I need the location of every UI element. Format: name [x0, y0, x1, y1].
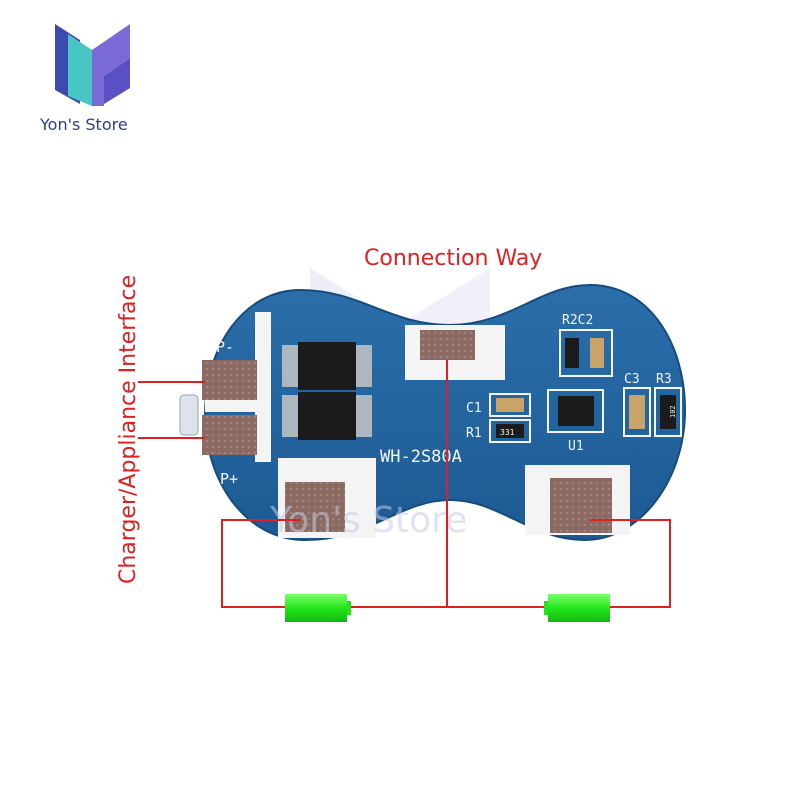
wire-b-minus — [590, 519, 671, 608]
pad-b-plus — [285, 482, 345, 532]
label-b-plus: B+ — [346, 508, 364, 526]
u1-chip — [558, 396, 594, 426]
battery-cell-right — [544, 594, 610, 622]
u1-frame — [547, 389, 604, 433]
label-p-plus: P+ — [220, 470, 238, 488]
wire-b-plus — [221, 519, 300, 608]
c3-capacitor — [629, 395, 645, 429]
label-mb: MB — [478, 332, 496, 350]
c3-frame — [623, 387, 651, 437]
mosfet-bottom — [282, 392, 372, 440]
label-c1: C1 — [466, 401, 482, 416]
pad-mb — [420, 330, 475, 360]
r2c2-frame — [559, 329, 613, 377]
logo-stem — [68, 34, 92, 106]
label-r3: R3 — [656, 372, 672, 387]
logo-right-base — [104, 58, 130, 104]
label-u1: U1 — [568, 439, 584, 454]
label-p-minus: P- — [216, 338, 234, 356]
silk-bar-left — [255, 312, 271, 462]
label-c3: C3 — [624, 372, 640, 387]
r1-code: 331 — [500, 428, 515, 437]
r3-resistor — [660, 395, 676, 429]
r3-code: 102 — [669, 405, 677, 418]
label-r2c2: R2C2 — [562, 313, 593, 328]
silk-bar-mid — [205, 400, 271, 412]
r3-frame — [654, 387, 682, 437]
battery-cell-left — [285, 594, 351, 622]
mosfet-top — [282, 342, 372, 390]
c1-frame — [489, 393, 531, 417]
board-model-label: WH-2S80A — [380, 447, 462, 467]
mounting-tab — [179, 394, 199, 436]
store-name: Yon's Store — [40, 115, 128, 134]
pcb-board: P- P+ MB B+ B- WH-2S80A R2C2 C1 R1 331 U… — [179, 283, 687, 542]
c1-capacitor — [496, 398, 524, 412]
c2-capacitor — [590, 338, 604, 368]
logo-right-wing — [92, 24, 130, 106]
diagram-title: Connection Way — [364, 246, 543, 271]
pad-p-minus — [202, 360, 257, 400]
store-logo — [55, 24, 130, 106]
r1-frame — [489, 419, 531, 443]
r2-resistor — [565, 338, 579, 368]
pad-b-minus — [550, 478, 612, 533]
r1-resistor — [496, 424, 524, 438]
watermark-text: Yon's Store — [269, 500, 467, 541]
pad-p-plus — [202, 415, 257, 455]
charger-appliance-label: Charger/Appliance Interface — [116, 274, 141, 584]
label-r1: R1 — [466, 426, 482, 441]
connection-wires — [138, 360, 671, 608]
